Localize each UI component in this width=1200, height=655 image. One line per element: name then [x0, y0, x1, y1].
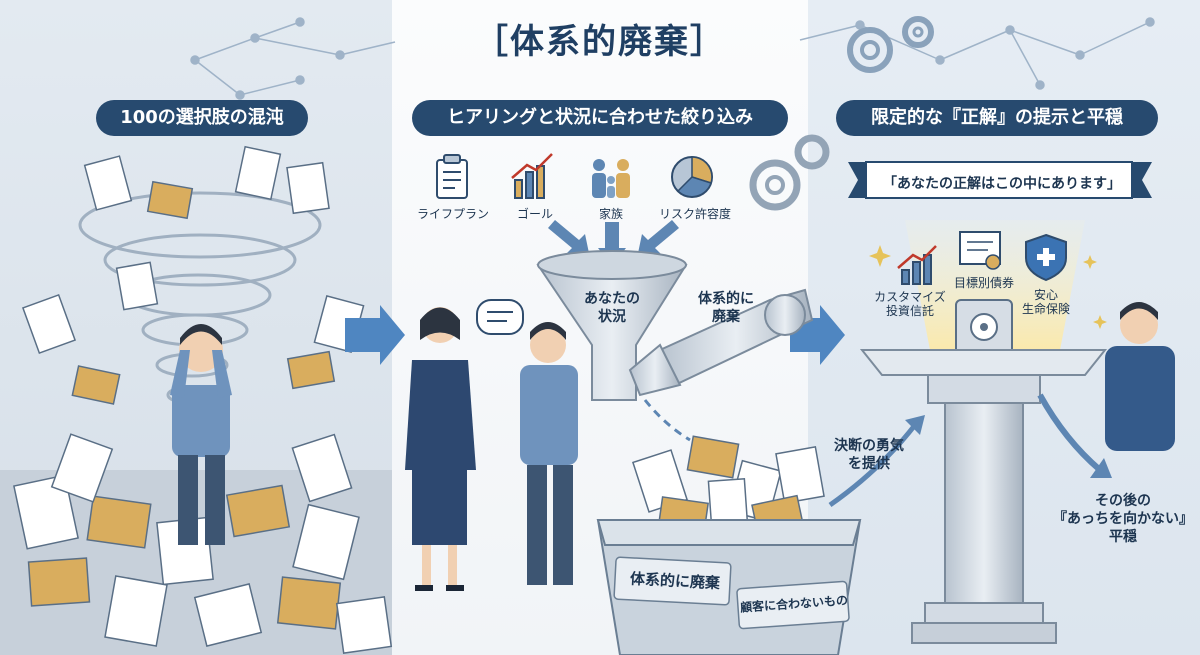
arm-label: 体系的に 廃棄: [698, 291, 754, 325]
funnel-label: あなたの 状況: [584, 291, 640, 325]
pedestal: [859, 349, 1108, 644]
calm-man-figure: [1105, 302, 1175, 451]
icon-label-risk: リスク許容度: [658, 207, 731, 221]
trash-bin: [596, 435, 862, 655]
network-decoration: [190, 17, 1155, 100]
product-label-bond: 目標別債券: [953, 276, 1014, 290]
peace-label: その後の 『あっちを向かない』 平穏: [1053, 493, 1193, 545]
gear-icon: [749, 134, 830, 211]
certificate-icon: [959, 231, 1001, 270]
banner: [848, 161, 1152, 199]
product-label-fund: カスタマイズ 投資信託: [874, 290, 946, 318]
arrow-icon: [828, 423, 917, 508]
gear-icon: [847, 16, 934, 73]
arrow-icon: [1090, 458, 1112, 478]
arrow-icon: [643, 399, 691, 442]
family-icon: [592, 159, 630, 198]
arrow-icon: [345, 305, 405, 365]
shield-icon: [1025, 233, 1067, 282]
page-title: ［体系的廃棄］: [474, 22, 726, 62]
safe-icon: [955, 299, 1013, 356]
sparkle-icon: [869, 245, 1107, 329]
speech-bubble-icon: [476, 299, 524, 335]
icon-label-goal: ゴール: [516, 207, 553, 221]
funnel: [536, 250, 688, 401]
document-pile: [0, 145, 393, 655]
heading-right: 限定的な『正解』の提示と平穏: [836, 100, 1158, 136]
product-label-insurance: 安心 生命保険: [1021, 288, 1070, 316]
icon-label-lifeplan: ライフプラン: [416, 207, 489, 221]
clipboard-icon: [436, 154, 468, 199]
banner-text: 「あなたの正解はこの中にあります」: [883, 176, 1121, 192]
growth-chart-icon: [897, 245, 937, 285]
heading-left: 100の選択肢の混沌: [96, 100, 308, 136]
advisor-figure: [405, 307, 476, 591]
chart-up-icon: [511, 153, 553, 199]
pie-chart-icon: [671, 156, 713, 198]
robot-arm: [628, 288, 814, 397]
courage-label: 決断の勇気 を提供: [834, 438, 904, 472]
heading-middle: ヒアリングと状況に合わせた絞り込み: [412, 100, 788, 136]
arrow-icon: [905, 415, 925, 435]
stressed-man-figure: [170, 324, 232, 545]
client-figure: [520, 322, 578, 585]
arrow-icon: [1037, 393, 1102, 473]
icon-label-family: 家族: [598, 207, 623, 221]
